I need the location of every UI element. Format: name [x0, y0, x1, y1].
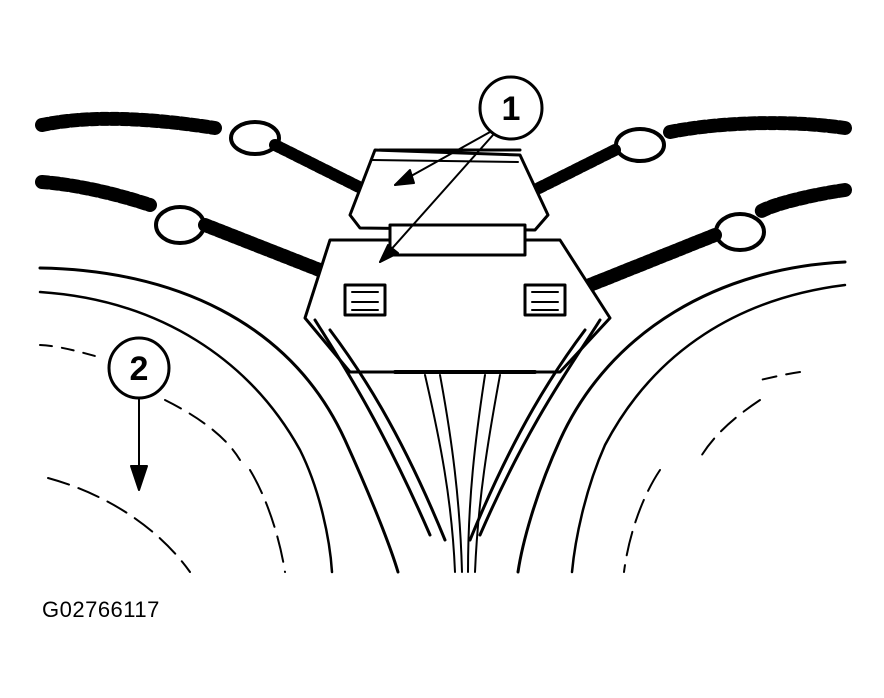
chain-left-upper: [35, 111, 371, 196]
left-adjuster-nut: [343, 283, 387, 317]
callout-1: 1: [478, 75, 544, 141]
tensioner-body: [303, 223, 612, 374]
right-tire: [516, 260, 847, 574]
callout-1-leaders: [379, 131, 494, 263]
left-tire: [38, 266, 400, 574]
figure-id: G02766117: [42, 597, 160, 622]
right-adjuster-nut: [523, 283, 567, 317]
chain-right-lower: [583, 183, 852, 292]
tensioner-clips: [313, 318, 602, 573]
callout-1-label: 1: [502, 90, 521, 128]
chain-right-upper: [529, 116, 852, 196]
callout-2-label: 2: [130, 350, 149, 388]
callout-2: 2: [107, 336, 171, 400]
callout-2-leader: [130, 397, 148, 491]
chain-left-lower: [35, 175, 347, 285]
upper-tensioner-bracket: [348, 148, 550, 232]
